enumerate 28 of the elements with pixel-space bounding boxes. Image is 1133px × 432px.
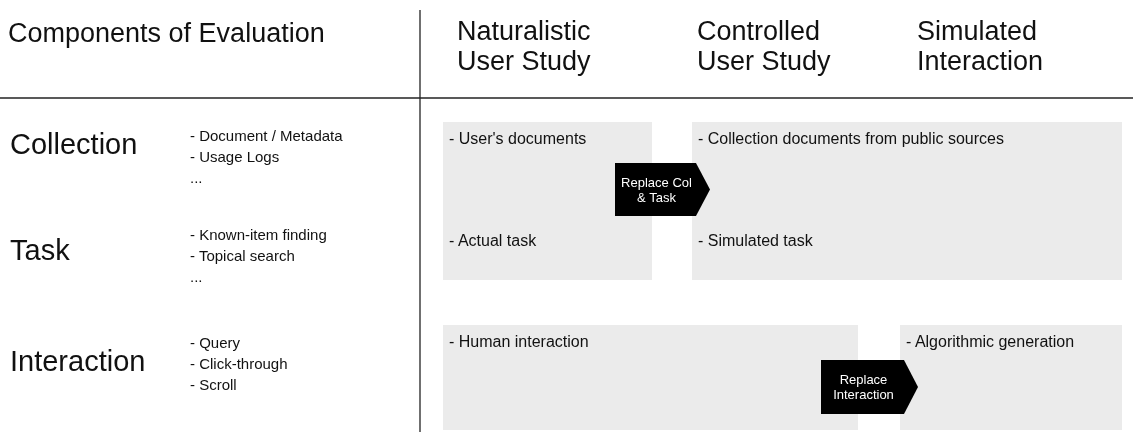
panel-text: - Collection documents from public sources — [698, 130, 1004, 148]
panel-text: - Actual task — [449, 232, 537, 250]
column-heading: Controlled User Study — [697, 16, 832, 76]
list-item: ... — [190, 268, 203, 285]
row-heading: Task — [10, 234, 70, 267]
column-heading: Naturalistic User Study — [457, 16, 592, 76]
list-item: - Click-through — [190, 355, 288, 372]
edge-label: Replace Interaction — [832, 372, 895, 402]
panel-text: - Algorithmic generation — [906, 333, 1075, 351]
block-arrow — [615, 163, 710, 216]
list-item: - Query — [190, 334, 240, 351]
panel-text: - Human interaction — [449, 333, 589, 351]
panel-text: - User's documents — [449, 130, 587, 148]
study-panel — [692, 122, 1122, 280]
list-item: ... — [190, 169, 203, 186]
list-item: - Document / Metadata — [190, 127, 343, 144]
list-item: - Scroll — [190, 376, 237, 393]
row-heading: Interaction — [10, 345, 146, 378]
list-item: - Topical search — [190, 247, 295, 264]
study-panel — [900, 325, 1122, 430]
panel-text: - Simulated task — [698, 232, 813, 250]
column-heading: Simulated Interaction — [917, 16, 1045, 76]
block-arrow — [821, 360, 918, 414]
list-item: - Usage Logs — [190, 148, 280, 165]
row-heading: Collection — [10, 128, 138, 161]
column-heading: Components of Evaluation — [8, 18, 325, 49]
edge-label: Replace Col & Task — [620, 174, 693, 205]
list-item: - Known-item finding — [190, 226, 327, 243]
